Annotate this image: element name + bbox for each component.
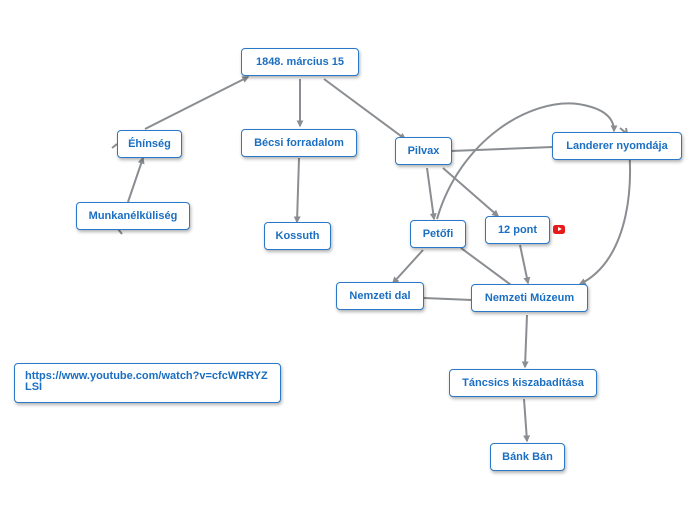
- edge-petofi-landerer: [436, 102, 618, 220]
- youtube-icon[interactable]: [553, 225, 565, 234]
- node-nemzeti-dal[interactable]: Nemzeti dal: [336, 282, 424, 310]
- node-12-pont[interactable]: 12 pont: [485, 216, 550, 244]
- youtube-link-text[interactable]: https://www.youtube.com/watch?v=cfcWRRYZ…: [25, 370, 268, 393]
- node-bank-ban[interactable]: Bánk Bán: [490, 443, 565, 471]
- node-label: Táncsics kiszabadítása: [462, 377, 584, 389]
- node-petofi[interactable]: Petőfi: [410, 220, 466, 248]
- node-label: Bécsi forradalom: [254, 137, 344, 149]
- edge-muzeum-tancsics: [521, 314, 529, 369]
- node-nemzeti-muzeum[interactable]: Nemzeti Múzeum: [471, 284, 588, 312]
- edge-ehinseg-root: [144, 76, 250, 130]
- node-label: Munkanélküliség: [88, 210, 178, 222]
- edge-tancsics-bank-ban: [523, 398, 531, 443]
- edge-petofi-nemzeti-dal: [392, 249, 424, 285]
- node-label: Kossuth: [275, 230, 320, 242]
- node-label: Éhínség: [128, 138, 171, 150]
- node-label: Nemzeti dal: [349, 290, 411, 302]
- node-label: 1848. március 15: [255, 56, 345, 68]
- node-kossuth[interactable]: Kossuth: [264, 222, 331, 250]
- edge-pilvax-landerer: [450, 146, 554, 152]
- node-1848-marcius-15[interactable]: 1848. március 15: [241, 48, 359, 76]
- edge-12pont-muzeum: [519, 244, 531, 285]
- edge-petofi-muzeum: [460, 247, 512, 286]
- node-label: Landerer nyomdája: [566, 140, 668, 152]
- edge-nemzeti-dal-muzeum: [423, 297, 473, 301]
- edge-ehinseg-stub: [111, 143, 118, 149]
- node-landerer-nyomdaja[interactable]: Landerer nyomdája: [552, 132, 682, 160]
- node-label: Bánk Bán: [502, 451, 553, 463]
- node-ehinseg[interactable]: Éhínség: [117, 130, 182, 158]
- node-label: 12 pont: [497, 224, 538, 236]
- node-label: Pilvax: [407, 145, 440, 157]
- node-label: Petőfi: [422, 228, 454, 240]
- node-label: Nemzeti Múzeum: [484, 292, 575, 304]
- edge-root-pilvax: [323, 78, 407, 140]
- node-youtube-link[interactable]: https://www.youtube.com/watch?v=cfcWRRYZ…: [14, 363, 281, 403]
- node-pilvax[interactable]: Pilvax: [395, 137, 452, 165]
- edge-pilvax-petofi: [426, 167, 437, 221]
- node-munkanelkuliseg[interactable]: Munkanélküliség: [76, 202, 190, 230]
- edge-becsi-kossuth: [293, 157, 301, 224]
- edge-pilvax-12pont: [442, 167, 500, 217]
- edge-munkanelkuliseg-ehinseg: [127, 156, 145, 203]
- node-becsi-forradalom[interactable]: Bécsi forradalom: [241, 129, 357, 157]
- node-tancsics-kiszabaditasa[interactable]: Táncsics kiszabadítása: [449, 369, 597, 397]
